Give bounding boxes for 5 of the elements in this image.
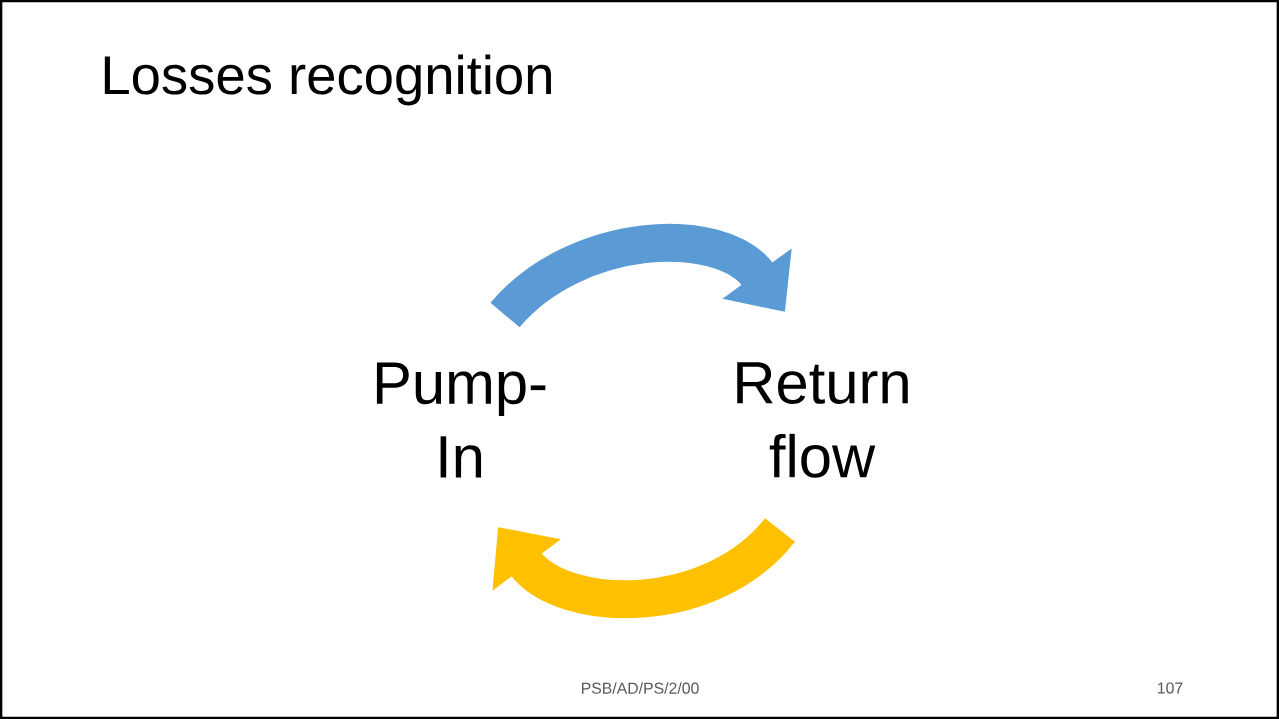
- footer-text: 107: [1158, 682, 1183, 694]
- node-text: Pump-In: [376, 362, 546, 478]
- node-text: Return flow: [737, 362, 908, 478]
- footer-text: PSB/AD/PS/2/00: [581, 682, 699, 694]
- title: Losses recognition: [104, 54, 551, 106]
